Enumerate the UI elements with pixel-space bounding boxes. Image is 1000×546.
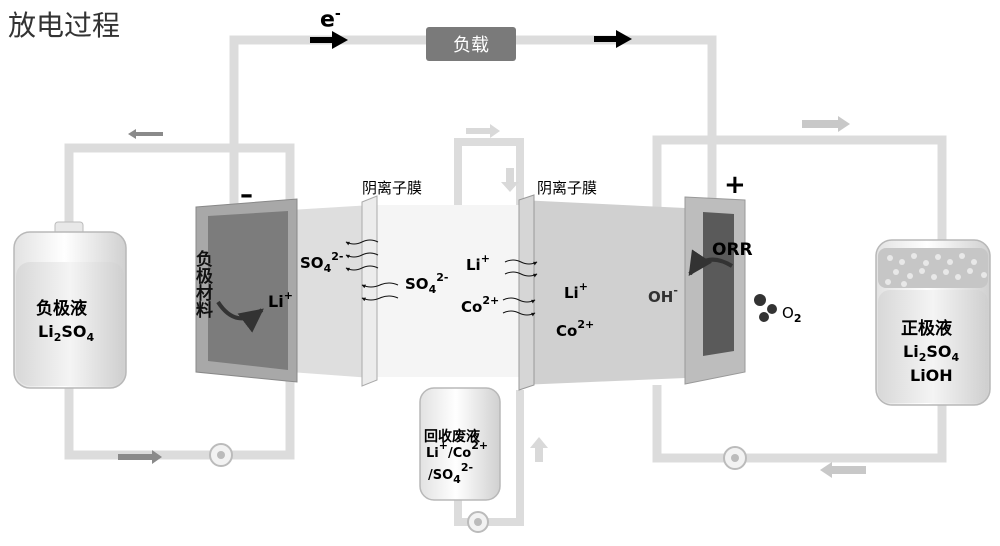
ion-li-right-sup: + (578, 280, 588, 293)
oxygen-bubbles (754, 294, 777, 322)
ion-so4-mid-base: SO (405, 275, 429, 293)
ion-oh-sup: - (673, 284, 678, 297)
membrane-left-sheet (361, 195, 378, 387)
anolyte-formula: Li2SO4 (38, 322, 95, 344)
anolyte-name: 负极液 (36, 299, 87, 319)
anolyte-tank (13, 221, 127, 389)
waste-name: 回收废液 (424, 429, 480, 445)
ion-co-right-sup: 2+ (577, 318, 595, 331)
ion-li-mid-base: Li (466, 256, 481, 274)
catholyte-tank (875, 239, 991, 406)
waste-line3: /SO42- (428, 461, 473, 486)
waste-li-sup: + (438, 439, 448, 452)
waste-so-sub: 4 (453, 473, 461, 486)
flow-arrow-waste-top (466, 124, 500, 138)
flow-arrow-waste-down (501, 168, 519, 192)
anode-curved-arrow (216, 300, 264, 333)
ion-o2: O2 (782, 304, 802, 325)
ion-li-right-base: Li (564, 284, 579, 302)
cathode-electrode (684, 196, 746, 385)
left-chamber (290, 205, 372, 378)
waste-so-sup: 2- (460, 461, 474, 474)
electron-label: e- (320, 6, 341, 32)
membrane-right-sheet (518, 194, 535, 391)
catholyte-so: SO (926, 342, 952, 361)
waste-line2: Li+/Co2+ (426, 439, 488, 461)
catholyte-li-sub: 2 (918, 351, 927, 364)
electron-arrow-right (594, 30, 632, 48)
catholyte-loop (652, 135, 947, 463)
flow-arrow-catholyte-bottom (820, 462, 866, 478)
flow-arrow-anolyte-top (128, 129, 163, 139)
ion-so4-mid-sub: 4 (428, 283, 437, 296)
ion-co-mid-base: Co (461, 298, 483, 316)
diagram-title: 放电过程 (8, 9, 121, 42)
catholyte-so-sub: 4 (951, 351, 960, 364)
waste-co: /Co (447, 446, 472, 461)
ion-li-mid-sup: + (480, 252, 490, 265)
right-chamber (520, 200, 685, 385)
load-label: 负载 (453, 35, 489, 56)
ion-so4-left: SO42- (300, 250, 343, 275)
ion-li-anode-base: Li (268, 292, 284, 311)
anode-material-label: 负极材料 (192, 250, 212, 318)
ion-so4-mid: SO42- (405, 271, 448, 296)
ion-arrows-left (345, 239, 399, 302)
membrane-right-label: 阴离子膜 (537, 179, 598, 197)
electron-charge: - (334, 6, 341, 22)
ion-o2-base: O (782, 304, 794, 322)
ion-co-right-base: Co (556, 322, 578, 340)
flow-arrow-waste-up (530, 437, 548, 462)
anolyte-so-sub: 4 (86, 331, 95, 344)
ion-co-mid-sup: 2+ (482, 294, 500, 307)
electron-arrow-left (310, 31, 348, 49)
orr-curved-arrow (688, 249, 734, 276)
orr-label: ORR (712, 240, 753, 260)
ion-co-right: Co2+ (556, 318, 594, 340)
pump-bottom (467, 511, 489, 533)
pump-left (209, 443, 233, 467)
flow-arrows (118, 116, 866, 478)
ion-li-anode: Li+ (268, 289, 293, 311)
catholyte-name: 正极液 (901, 319, 952, 339)
ion-oh: OH- (648, 284, 678, 306)
flow-arrow-anolyte-bottom (118, 450, 162, 464)
ion-co-mid: Co2+ (461, 294, 499, 316)
plus-terminal: + (724, 170, 746, 200)
ion-o2-sub: 2 (793, 312, 802, 325)
middle-chamber (372, 205, 520, 377)
minus-terminal: – (240, 180, 253, 210)
ion-so4-left-sub: 4 (323, 262, 332, 275)
anode-electrode (195, 198, 298, 383)
load-box (426, 27, 516, 61)
catholyte-lioh: LiOH (910, 366, 953, 385)
catholyte-formula: Li2SO4 (903, 342, 960, 364)
ion-so4-left-sup: 2- (331, 250, 344, 263)
anolyte-li: Li (38, 322, 54, 341)
ion-arrows-right (502, 259, 538, 317)
membrane-left-label: 阴离子膜 (362, 179, 423, 197)
pump-right (723, 446, 747, 470)
ion-li-right: Li+ (564, 280, 588, 302)
electron-letter: e (320, 7, 335, 33)
waste-tank (419, 387, 501, 501)
ion-so4-mid-sup: 2- (436, 271, 449, 284)
anolyte-loop (64, 143, 295, 460)
anolyte-so: SO (61, 322, 87, 341)
waste-so: /SO (428, 468, 454, 483)
catholyte-li: Li (903, 342, 919, 361)
ion-oh-base: OH (648, 288, 674, 306)
waste-co-sup: 2+ (471, 439, 489, 452)
anolyte-li-sub: 2 (53, 331, 62, 344)
flow-arrow-catholyte-top (802, 116, 850, 132)
ion-li-anode-sup: + (283, 289, 293, 302)
waste-li: Li (426, 446, 439, 461)
ion-li-mid: Li+ (466, 252, 490, 274)
ion-so4-left-base: SO (300, 254, 324, 272)
